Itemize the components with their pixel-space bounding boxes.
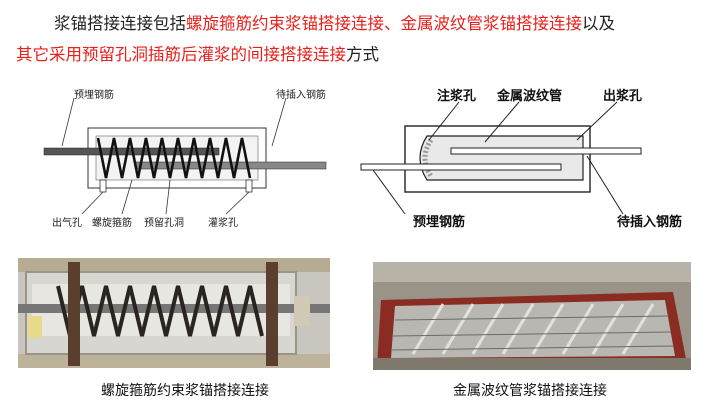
intro-text: 浆锚搭接连接包括	[54, 14, 186, 33]
intro-text-end: 方式	[346, 45, 379, 64]
caption-left: 螺旋箍筋约束浆锚搭接连接	[101, 383, 269, 399]
intro-highlight-other: 其它采用预留孔洞插筋后灌浆的间接搭接连接	[16, 45, 346, 64]
intro-paragraph: 浆锚搭接连接包括螺旋箍筋约束浆锚搭接连接、金属波纹管浆锚搭接连接以及 其它采用预…	[16, 8, 716, 70]
caption-right: 金属波纹管浆锚搭接连接	[453, 383, 607, 399]
label-grout-hole: 灌浆孔	[208, 216, 238, 229]
intro-line-2: 其它采用预留孔洞插筋后灌浆的间接搭接连接方式	[16, 39, 716, 70]
label-metal-duct: 金属波纹管	[496, 88, 562, 104]
label-grout-outlet: 出浆孔	[603, 88, 642, 104]
label-insert-rebar-2: 待插入钢筋	[616, 214, 682, 230]
spiral-stirrup-diagram: 预埋钢筋 待插入钢筋 出气孔 螺旋箍筋 预留孔洞 灌浆孔	[43, 88, 327, 229]
label-spiral-stirrup: 螺旋箍筋	[92, 216, 132, 229]
label-vent-hole: 出气孔	[52, 216, 82, 229]
label-reserved-hole: 预留孔洞	[144, 216, 184, 229]
spiral-coil	[96, 137, 252, 179]
intro-separator: 、	[384, 14, 401, 33]
label-embedded-rebar: 预埋钢筋	[74, 88, 114, 101]
metal-duct-diagram: 注浆孔 金属波纹管 出浆孔 预埋钢筋 待插入钢筋	[360, 88, 682, 230]
spiral-stirrup-photo	[18, 258, 330, 368]
label-grout-inlet: 注浆孔	[437, 88, 476, 104]
metal-duct-photo	[373, 262, 691, 370]
intro-line-1: 浆锚搭接连接包括螺旋箍筋约束浆锚搭接连接、金属波纹管浆锚搭接连接以及	[16, 8, 716, 39]
intro-text-suffix: 以及	[582, 14, 615, 33]
intro-highlight-spiral: 螺旋箍筋约束浆锚搭接连接	[186, 14, 384, 33]
label-insert-rebar: 待插入钢筋	[276, 88, 326, 101]
label-embedded-rebar-2: 预埋钢筋	[413, 214, 465, 230]
intro-highlight-duct: 金属波纹管浆锚搭接连接	[400, 14, 583, 33]
